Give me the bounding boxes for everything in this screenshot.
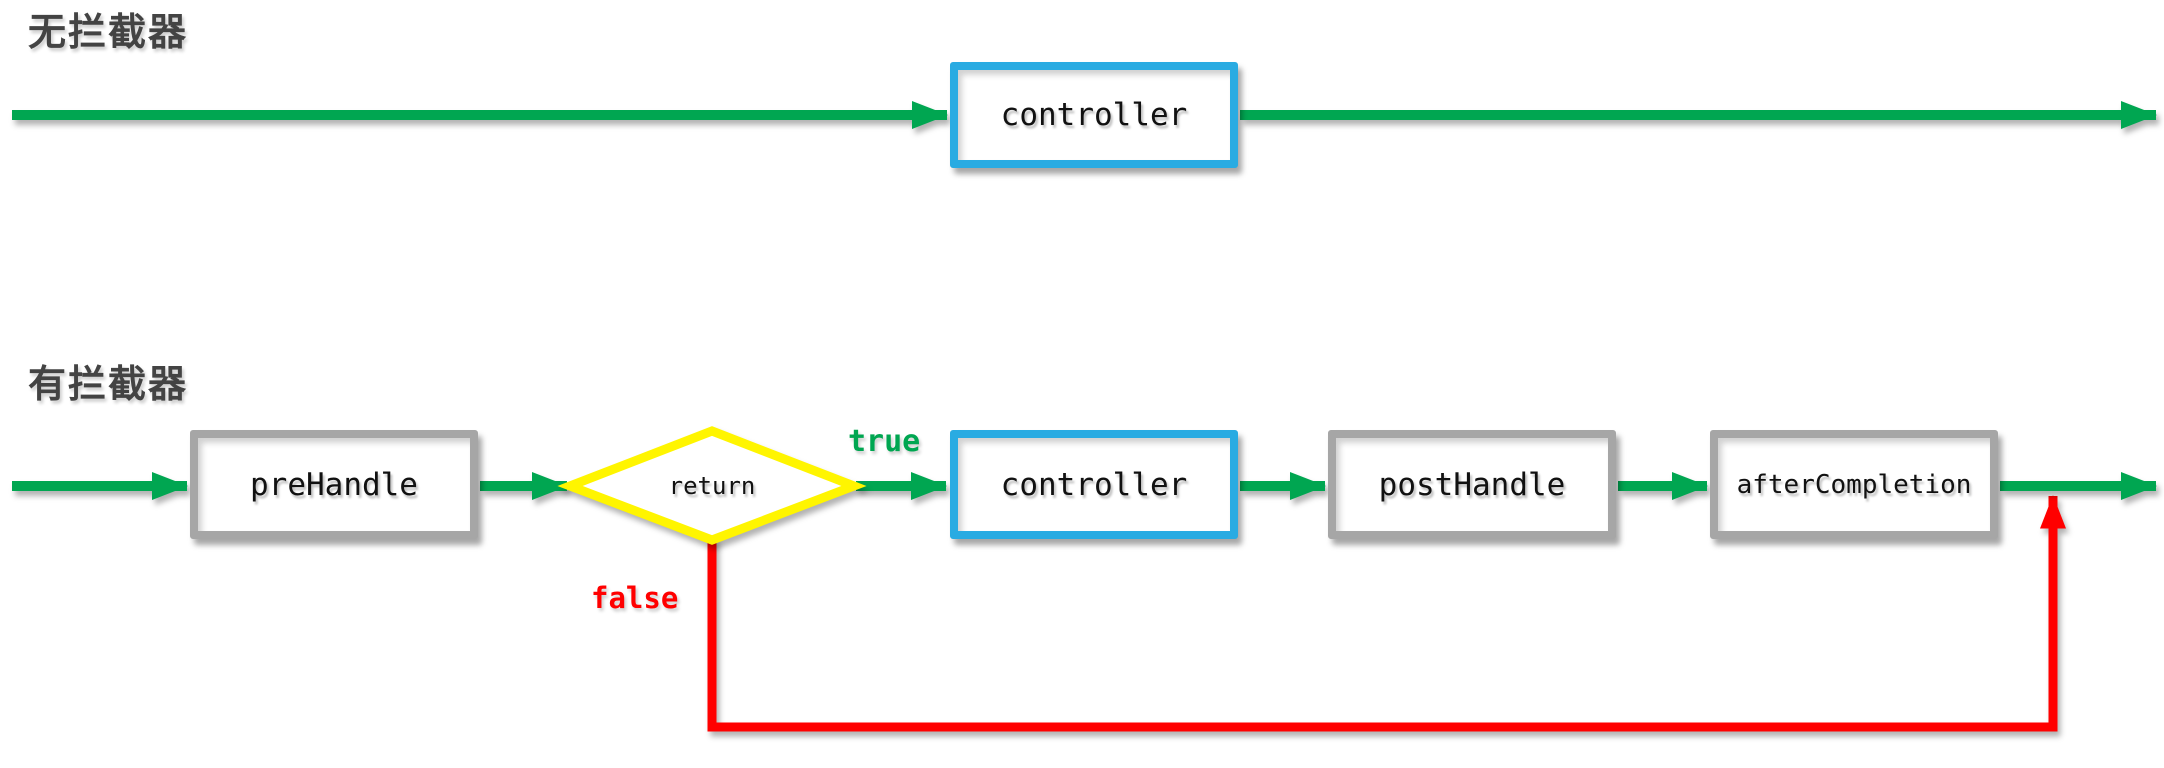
decision-diamond bbox=[557, 426, 867, 545]
node-posthandle: postHandle bbox=[1328, 430, 1616, 539]
decision-diamond-label: return bbox=[668, 472, 756, 500]
node-label: postHandle bbox=[1378, 466, 1566, 503]
node-prehandle: preHandle bbox=[190, 430, 478, 539]
false-branch-loop-arrow bbox=[707, 495, 2066, 732]
section-title-no-interceptor: 无拦截器 bbox=[28, 10, 189, 54]
node-label: preHandle bbox=[250, 466, 418, 503]
node-label: afterCompletion bbox=[1736, 469, 1972, 500]
section-title-with-interceptor: 有拦截器 bbox=[28, 362, 189, 406]
branch-label-false: false bbox=[591, 581, 679, 615]
node-controller-no-interceptor: controller bbox=[950, 62, 1238, 168]
node-label: controller bbox=[1000, 97, 1188, 133]
branch-label-true: true bbox=[848, 424, 921, 459]
node-controller-with-interceptor: controller bbox=[950, 430, 1238, 539]
node-aftercompletion: afterCompletion bbox=[1710, 430, 1998, 539]
node-label: controller bbox=[1000, 466, 1188, 503]
